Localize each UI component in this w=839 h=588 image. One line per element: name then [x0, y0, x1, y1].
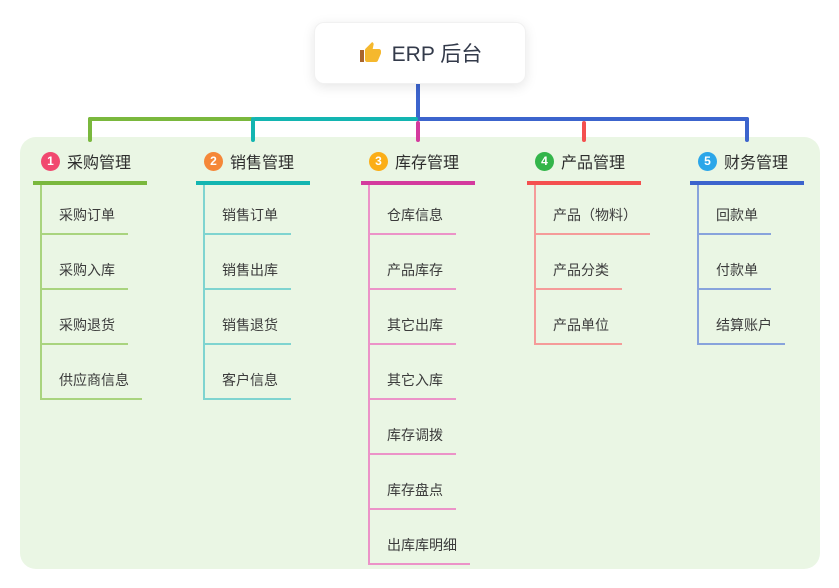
branch-children: 产品（物料）产品分类产品单位 — [534, 185, 650, 345]
child-item[interactable]: 产品库存 — [370, 235, 456, 290]
root-title: ERP 后台 — [391, 43, 483, 66]
branch-财务管理: 5 财务管理 回款单付款单结算账户 — [690, 146, 804, 345]
connector-line — [253, 117, 418, 121]
child-item[interactable]: 销售出库 — [205, 235, 291, 290]
connector-line — [88, 117, 92, 142]
connector-line — [416, 82, 420, 121]
branch-number-badge: 4 — [535, 151, 554, 171]
branch-header[interactable]: 2 销售管理 — [196, 146, 310, 185]
connector-line — [416, 121, 420, 142]
branch-number-badge: 2 — [204, 151, 223, 171]
connector-line — [88, 117, 253, 121]
branch-采购管理: 1 采购管理 采购订单采购入库采购退货供应商信息 — [33, 146, 147, 400]
branch-label: 库存管理 — [395, 155, 460, 172]
branch-number-badge: 3 — [369, 151, 388, 171]
branch-header[interactable]: 5 财务管理 — [690, 146, 804, 185]
branch-children: 仓库信息产品库存其它出库其它入库库存调拨库存盘点出库库明细 — [368, 185, 475, 565]
child-item[interactable]: 采购退货 — [42, 290, 128, 345]
branch-children: 销售订单销售出库销售退货客户信息 — [203, 185, 310, 400]
child-item[interactable]: 其它出库 — [370, 290, 456, 345]
child-item[interactable]: 销售订单 — [205, 185, 291, 235]
branch-label: 财务管理 — [724, 155, 789, 172]
branch-label: 采购管理 — [67, 155, 132, 172]
child-item[interactable]: 库存盘点 — [370, 455, 456, 510]
child-item[interactable]: 产品分类 — [536, 235, 622, 290]
branch-产品管理: 4 产品管理 产品（物料）产品分类产品单位 — [527, 146, 650, 345]
child-item[interactable]: 出库库明细 — [370, 510, 470, 565]
branch-header[interactable]: 4 产品管理 — [527, 146, 641, 185]
branch-header[interactable]: 1 采购管理 — [33, 146, 147, 185]
child-item[interactable]: 供应商信息 — [42, 345, 142, 400]
child-item[interactable]: 销售退货 — [205, 290, 291, 345]
connector-line — [418, 117, 749, 121]
child-item[interactable]: 客户信息 — [205, 345, 291, 400]
connector-line — [251, 117, 255, 142]
child-item[interactable]: 采购入库 — [42, 235, 128, 290]
child-item[interactable]: 库存调拨 — [370, 400, 456, 455]
child-item[interactable]: 结算账户 — [699, 290, 785, 345]
branch-children: 回款单付款单结算账户 — [697, 185, 804, 345]
branches-panel — [20, 137, 820, 569]
child-item[interactable]: 产品（物料） — [536, 185, 650, 235]
branch-children: 采购订单采购入库采购退货供应商信息 — [40, 185, 147, 400]
child-item[interactable]: 回款单 — [699, 185, 771, 235]
branch-label: 销售管理 — [230, 155, 295, 172]
connector-line — [582, 121, 586, 142]
child-item[interactable]: 付款单 — [699, 235, 771, 290]
child-item[interactable]: 产品单位 — [536, 290, 622, 345]
thumbs-up-icon — [359, 42, 381, 62]
child-item[interactable]: 采购订单 — [42, 185, 128, 235]
branch-number-badge: 1 — [41, 151, 60, 171]
branch-header[interactable]: 3 库存管理 — [361, 146, 475, 185]
root-node[interactable]: ERP 后台 — [314, 22, 526, 84]
child-item[interactable]: 仓库信息 — [370, 185, 456, 235]
branch-库存管理: 3 库存管理 仓库信息产品库存其它出库其它入库库存调拨库存盘点出库库明细 — [361, 146, 475, 565]
branch-label: 产品管理 — [561, 155, 626, 172]
connector-line — [745, 117, 749, 142]
child-item[interactable]: 其它入库 — [370, 345, 456, 400]
branch-销售管理: 2 销售管理 销售订单销售出库销售退货客户信息 — [196, 146, 310, 400]
branch-number-badge: 5 — [698, 151, 717, 171]
